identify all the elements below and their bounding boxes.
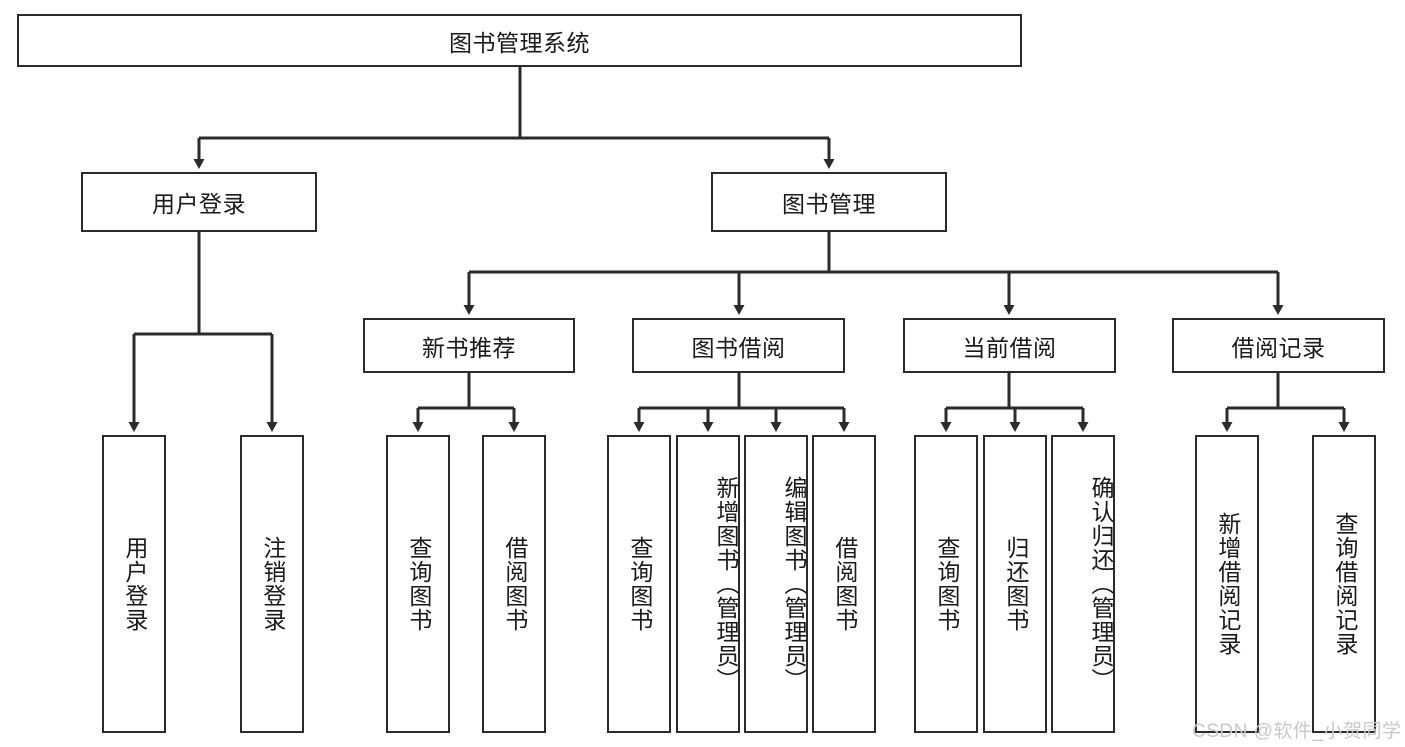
node-borrow-record[interactable]: 借阅记录 (1172, 318, 1385, 373)
node-leaf-borrow-book[interactable]: 借阅图书 (812, 435, 876, 733)
node-book-manage[interactable]: 图书管理 (711, 172, 947, 232)
node-new-book-rec-label: 新书推荐 (422, 334, 516, 361)
edges-root (128, 67, 1350, 432)
node-user-login-label: 用户登录 (152, 191, 246, 217)
node-leaf-user-login[interactable]: 用户登录 (102, 435, 166, 733)
node-leaf-borrow-book-label: 借阅图书 (831, 536, 858, 632)
node-root[interactable]: 图书管理系统 (17, 14, 1022, 67)
node-leaf-query-book-rec-label: 查询图书 (405, 536, 432, 632)
node-leaf-edit-book-label: 编辑图书（管理员） (781, 476, 807, 692)
node-root-label: 图书管理系统 (449, 29, 590, 56)
node-leaf-query-book-borrow-label: 查询图书 (626, 536, 653, 632)
node-leaf-query-book-current-label: 查询图书 (933, 536, 960, 632)
node-leaf-query-book-current[interactable]: 查询图书 (914, 435, 978, 733)
node-leaf-confirm-return-label: 确认归还（管理员） (1088, 476, 1114, 692)
node-book-borrow-label: 图书借阅 (691, 334, 786, 361)
node-borrow-record-label: 借阅记录 (1231, 334, 1326, 361)
node-current-borrow[interactable]: 当前借阅 (903, 318, 1116, 373)
node-leaf-user-logout-label: 注销登录 (259, 536, 286, 632)
node-leaf-add-record[interactable]: 新增借阅记录 (1195, 435, 1259, 733)
node-leaf-add-book[interactable]: 新增图书（管理员） (676, 435, 740, 733)
node-current-borrow-label: 当前借阅 (962, 334, 1057, 361)
node-leaf-confirm-return[interactable]: 确认归还（管理员） (1051, 435, 1115, 733)
node-leaf-query-book-borrow[interactable]: 查询图书 (607, 435, 671, 733)
node-leaf-borrow-book-rec-label: 借阅图书 (501, 536, 528, 632)
node-leaf-query-record-label: 查询借阅记录 (1331, 512, 1358, 656)
node-leaf-query-record[interactable]: 查询借阅记录 (1312, 435, 1376, 733)
node-leaf-add-book-label: 新增图书（管理员） (713, 476, 739, 692)
node-leaf-return-book-label: 归还图书 (1002, 536, 1029, 632)
node-leaf-query-book-rec[interactable]: 查询图书 (386, 435, 450, 733)
node-leaf-user-logout[interactable]: 注销登录 (240, 435, 304, 733)
node-leaf-return-book[interactable]: 归还图书 (983, 435, 1047, 733)
node-user-login[interactable]: 用户登录 (81, 172, 317, 232)
node-leaf-edit-book[interactable]: 编辑图书（管理员） (744, 435, 808, 733)
node-new-book-rec[interactable]: 新书推荐 (363, 318, 575, 373)
node-leaf-borrow-book-rec[interactable]: 借阅图书 (482, 435, 546, 733)
node-book-manage-label: 图书管理 (782, 191, 876, 217)
node-leaf-user-login-label: 用户登录 (121, 536, 148, 632)
node-leaf-add-record-label: 新增借阅记录 (1214, 512, 1241, 656)
node-book-borrow[interactable]: 图书借阅 (632, 318, 845, 373)
